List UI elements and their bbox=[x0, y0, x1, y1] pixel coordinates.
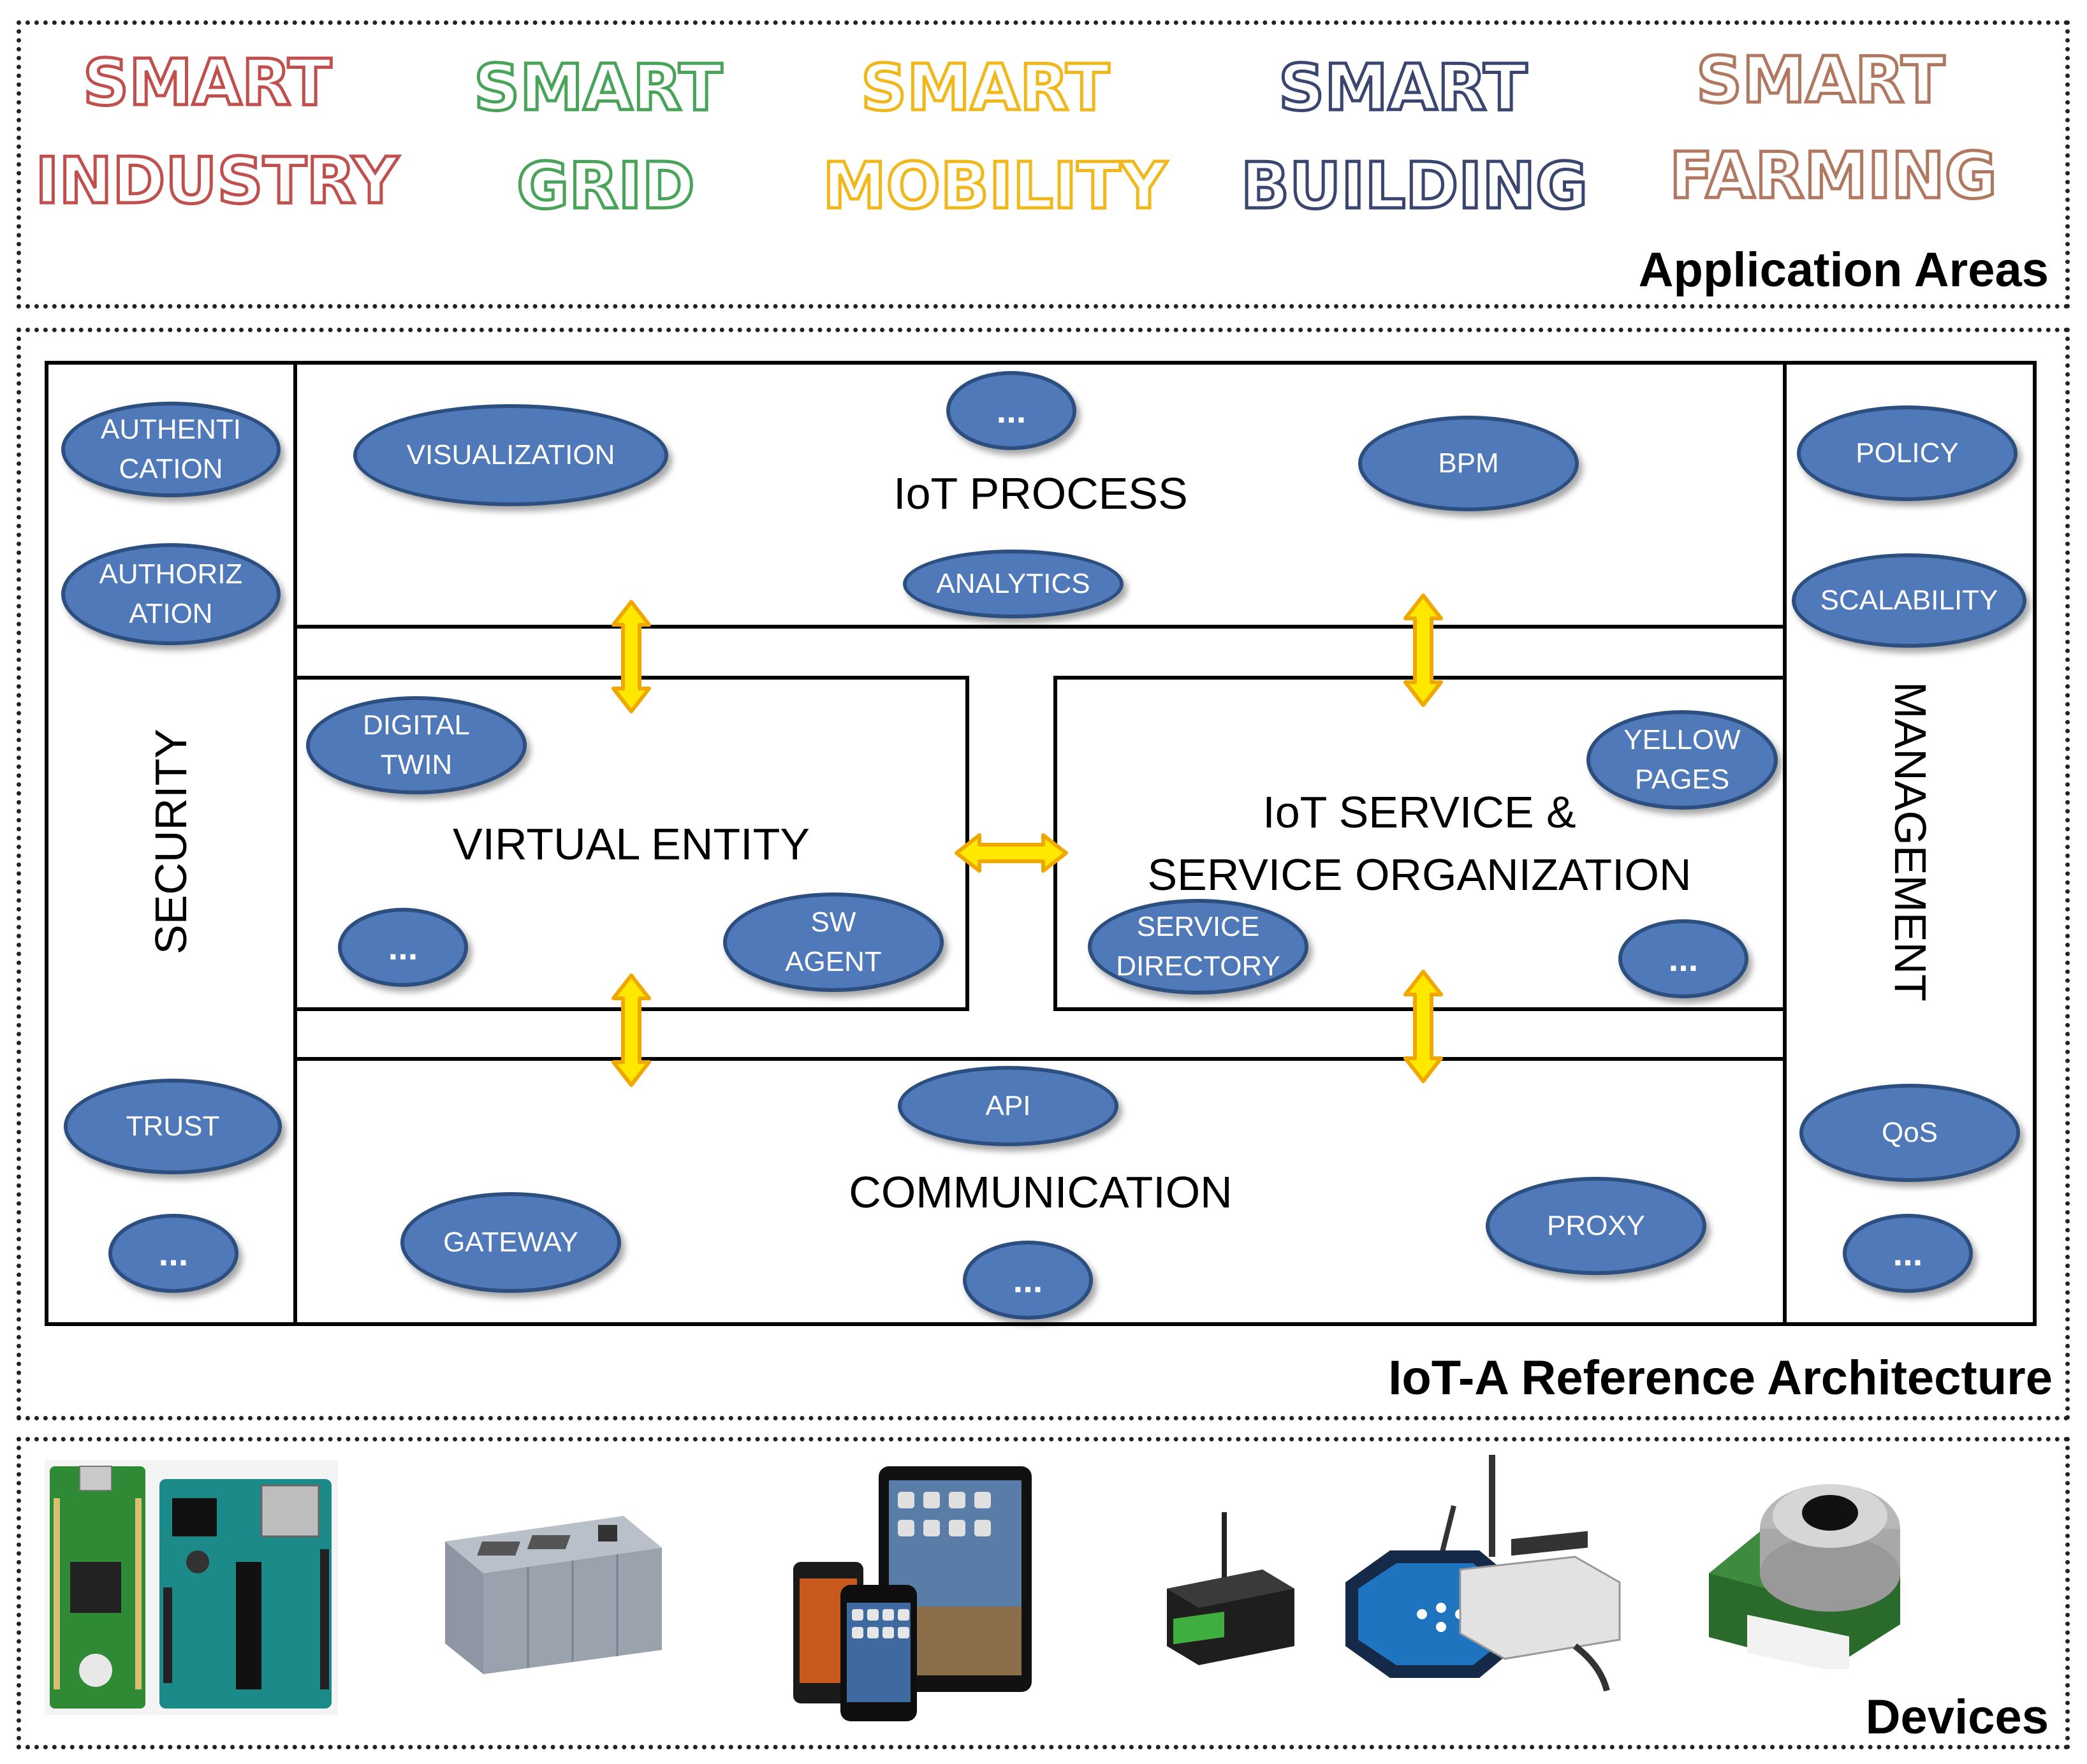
application-areas-label: Application Areas bbox=[1638, 243, 2049, 297]
iot-service-title-line1: IoT SERVICE & bbox=[1263, 787, 1576, 837]
virtual-entity-title: VIRTUAL ENTITY bbox=[452, 819, 810, 869]
virtual-entity-more-ellipse: ... bbox=[338, 908, 468, 987]
process-more-ellipse: ... bbox=[946, 371, 1076, 450]
area-farming-line1: SMART bbox=[1696, 43, 1945, 117]
arrow-virtual-entity-communication bbox=[613, 975, 649, 1085]
microcontroller-boards-image bbox=[45, 1460, 338, 1715]
iot-process-title: IoT PROCESS bbox=[893, 469, 1188, 518]
reference-architecture-panel bbox=[17, 328, 2070, 1420]
arrow-service-communication bbox=[1405, 972, 1441, 1081]
gateway-ellipse: GATEWAY bbox=[400, 1192, 621, 1293]
application-area-words: SMART INDUSTRY SMART GRID SMART MOBILITY… bbox=[34, 41, 1999, 225]
mobile-devices-image bbox=[793, 1466, 1032, 1721]
visualization-ellipse: VISUALIZATION bbox=[353, 404, 668, 506]
authentication-ellipse: AUTHENTI CATION bbox=[61, 402, 281, 497]
reference-architecture-label: IoT-A Reference Architecture bbox=[1388, 1351, 2053, 1405]
management-more-ellipse: ... bbox=[1843, 1214, 1973, 1293]
application-areas-panel bbox=[17, 20, 2070, 309]
policy-ellipse: POLICY bbox=[1797, 405, 2017, 501]
area-mobility-line1: SMART bbox=[861, 50, 1109, 125]
trust-ellipse: TRUST bbox=[64, 1079, 282, 1174]
service-more-ellipse: ... bbox=[1618, 919, 1748, 998]
api-ellipse: API bbox=[898, 1066, 1118, 1146]
iot-service-title-line2: SERVICE ORGANIZATION bbox=[1147, 850, 1692, 900]
authorization-ellipse: AUTHORIZ ATION bbox=[61, 543, 281, 645]
analytics-ellipse: ANALYTICS bbox=[903, 550, 1124, 618]
area-building-line2: BUILDING bbox=[1241, 149, 1588, 223]
qos-ellipse: QoS bbox=[1799, 1084, 2020, 1182]
devices-panel bbox=[17, 1437, 2070, 1749]
service-directory-ellipse: SERVICE DIRECTORY bbox=[1088, 899, 1308, 995]
arrow-process-service bbox=[1405, 595, 1441, 705]
digital-twin-ellipse: DIGITAL TWIN bbox=[306, 696, 527, 794]
arrow-virtual-entity-service bbox=[956, 835, 1066, 871]
area-grid-line1: SMART bbox=[474, 50, 722, 125]
area-industry-line2: INDUSTRY bbox=[35, 143, 399, 218]
area-grid-line2: GRID bbox=[516, 149, 694, 223]
communication-more-ellipse: ... bbox=[963, 1241, 1093, 1320]
scalability-ellipse: SCALABILITY bbox=[1792, 553, 2026, 648]
area-building-line1: SMART bbox=[1278, 50, 1527, 125]
communication-title: COMMUNICATION bbox=[849, 1167, 1233, 1217]
bpm-ellipse: BPM bbox=[1358, 416, 1579, 511]
infrared-sensor-image bbox=[1709, 1484, 1900, 1669]
sw-agent-ellipse: SW AGENT bbox=[723, 893, 944, 992]
plc-module-image bbox=[445, 1516, 662, 1674]
communication-layer bbox=[293, 1057, 1787, 1326]
wireless-sensors-image bbox=[1167, 1455, 1621, 1692]
security-more-ellipse: ... bbox=[108, 1214, 238, 1293]
arrow-process-virtual-entity bbox=[613, 602, 649, 711]
proxy-ellipse: PROXY bbox=[1486, 1177, 1706, 1275]
iot-process-layer bbox=[293, 361, 1787, 629]
yellow-pages-ellipse: YELLOW PAGES bbox=[1586, 710, 1778, 810]
area-mobility-line2: MOBILITY bbox=[823, 149, 1168, 223]
area-farming-line2: FARMING bbox=[1669, 138, 1997, 213]
devices-label: Devices bbox=[1865, 1690, 2049, 1744]
area-industry-line1: SMART bbox=[83, 45, 332, 120]
